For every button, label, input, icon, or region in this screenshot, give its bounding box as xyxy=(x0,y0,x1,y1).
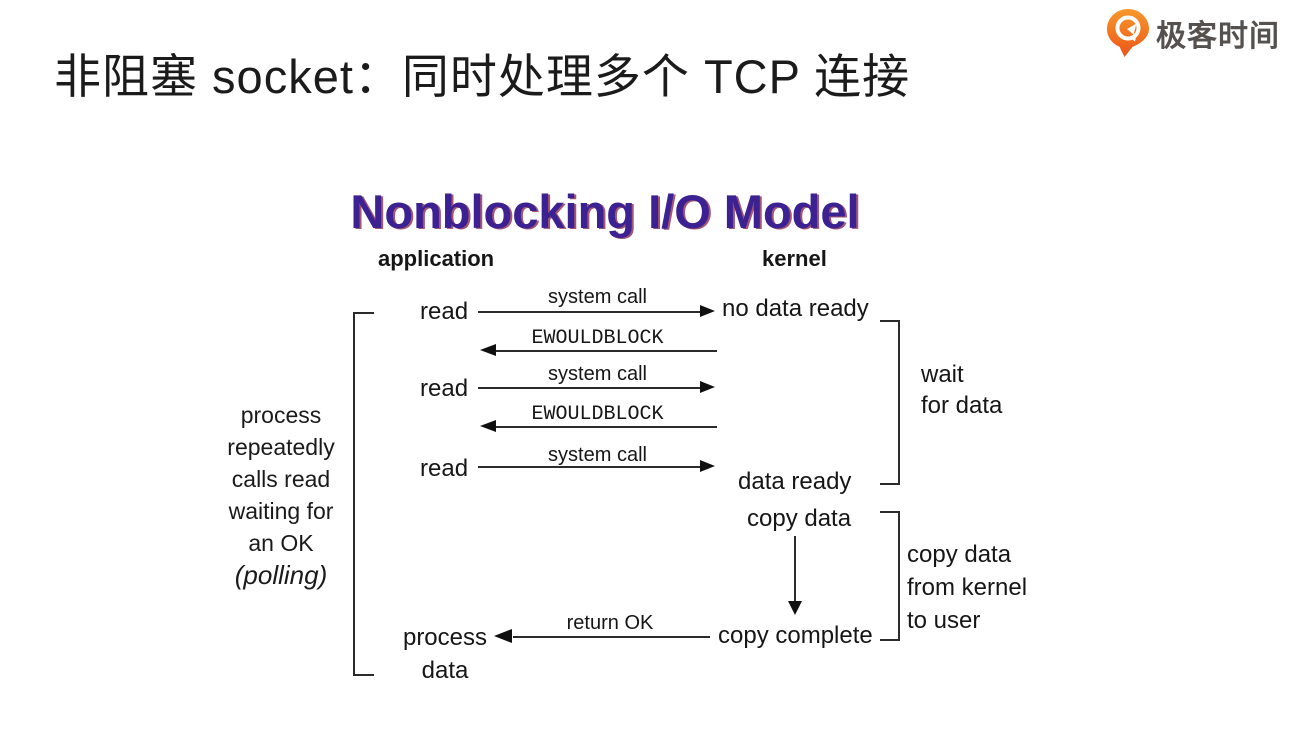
no-data-ready-label: no data ready xyxy=(722,295,869,322)
copy-data-arrowhead xyxy=(788,601,802,615)
copy-complete-label: copy complete xyxy=(718,622,873,649)
data-ready-label: data ready xyxy=(738,468,852,495)
polling-note-italic: (polling) xyxy=(234,560,328,590)
system-call-arrowhead-3 xyxy=(700,460,715,472)
wait-for-data-bracket xyxy=(880,320,900,485)
process-data-label: process data xyxy=(393,621,497,687)
wait-for-data-note: wait for data xyxy=(921,359,1002,421)
application-column-label: application xyxy=(378,246,495,271)
polling-note-line4: waiting for xyxy=(228,498,334,524)
read-label-1: read xyxy=(420,298,469,325)
system-call-arrowhead-2 xyxy=(700,381,715,393)
system-call-label-1: system call xyxy=(548,286,647,308)
polling-note-line2: repeatedly xyxy=(227,434,335,460)
process-data-line1: process xyxy=(402,624,488,651)
geektime-logo-text: 极客时间 xyxy=(1156,20,1280,53)
copy-data-label: copy data xyxy=(747,505,852,532)
system-call-arrow-2 xyxy=(478,387,702,389)
ewouldblock-arrowhead-2 xyxy=(480,420,496,432)
polling-note-line5: an OK xyxy=(248,530,314,556)
wait-note-line1: wait xyxy=(921,361,964,388)
copy-data-arrow xyxy=(794,536,796,602)
ewouldblock-arrowhead-1 xyxy=(480,344,496,356)
system-call-arrowhead-1 xyxy=(700,305,715,317)
polling-note-line3: calls read xyxy=(231,466,331,492)
system-call-label-2: system call xyxy=(548,363,647,385)
return-ok-label: return OK xyxy=(566,612,654,634)
system-call-label-3: system call xyxy=(548,444,647,466)
polling-note-line1: process xyxy=(240,402,322,428)
system-call-arrow-3 xyxy=(478,466,702,468)
process-data-line2: data xyxy=(421,657,469,684)
polling-bracket xyxy=(353,312,374,676)
diagram-title: Nonblocking I/O Model xyxy=(350,185,860,238)
kernel-column-label: kernel xyxy=(762,246,827,271)
copy-note-line2: from kernel xyxy=(907,574,1028,601)
system-call-arrow-1 xyxy=(478,311,702,313)
copy-to-user-bracket xyxy=(880,511,900,641)
polling-note: process repeatedly calls read waiting fo… xyxy=(214,399,348,591)
ewouldblock-arrow-2 xyxy=(496,426,717,428)
copy-note-line3: to user xyxy=(907,607,981,634)
read-label-2: read xyxy=(420,375,469,402)
ewouldblock-arrow-1 xyxy=(496,350,717,352)
return-ok-arrow xyxy=(513,636,710,638)
copy-to-user-note: copy data from kernel to user xyxy=(907,538,1027,637)
read-label-3: read xyxy=(420,455,469,482)
wait-note-line2: for data xyxy=(921,392,1003,419)
ewouldblock-label-2: EWOULDBLOCK xyxy=(531,403,664,426)
geektime-logo: 极客时间 xyxy=(1106,8,1280,58)
return-ok-arrowhead xyxy=(494,629,512,643)
copy-note-line1: copy data xyxy=(907,541,1012,568)
page-title: 非阻塞 socket：同时处理多个 TCP 连接 xyxy=(54,50,911,103)
geektime-logo-icon xyxy=(1107,9,1149,57)
ewouldblock-label-1: EWOULDBLOCK xyxy=(531,327,664,350)
